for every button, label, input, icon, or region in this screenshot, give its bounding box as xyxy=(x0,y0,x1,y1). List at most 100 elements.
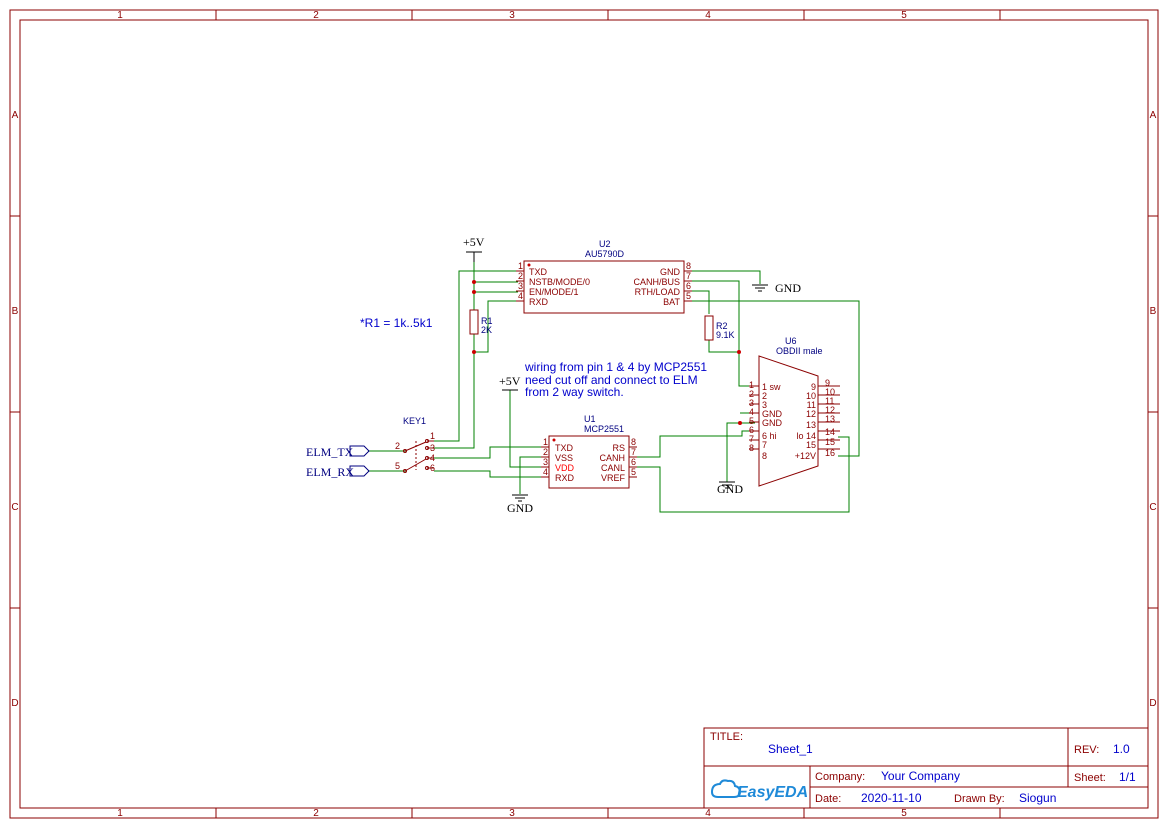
col-label-4-bottom: 4 xyxy=(705,808,711,819)
gnd-u2-symbol: GND xyxy=(752,281,801,295)
u2-pin-num: 8 xyxy=(686,261,691,271)
u6-pin-name: GND xyxy=(762,409,783,419)
u6-pin-num: 5 xyxy=(749,416,754,426)
u1-mcp2551[interactable]: U1 MCP2551 1 2 3 4 TXD VSS VDD RXD 8 7 6… xyxy=(541,414,637,489)
elm-rx-label: ELM_RX xyxy=(306,465,354,479)
u2-pin-num: 4 xyxy=(518,291,523,301)
drawn-by-value: Siogun xyxy=(1019,791,1056,805)
rev-label: REV: xyxy=(1074,744,1099,756)
gnd-u6-label: GND xyxy=(717,482,743,496)
u6-pin-name: 13 xyxy=(806,420,816,430)
u6-part: OBDII male xyxy=(776,346,823,356)
u1-pin-num: 3 xyxy=(543,457,548,467)
net-label-elm-tx: ELM_TX xyxy=(306,445,370,459)
u6-pin-name: 3 xyxy=(762,400,767,410)
u2-pin-num: 1 xyxy=(518,261,523,271)
row-label-c-left: C xyxy=(11,502,18,513)
r2-value: 9.1K xyxy=(716,330,735,340)
title-label: TITLE: xyxy=(710,731,743,743)
key1-ref: KEY1 xyxy=(403,416,426,426)
key1-switch[interactable]: KEY1 1 2 3 4 5 6 xyxy=(395,416,435,473)
vcc-top-symbol: +5V xyxy=(463,235,485,262)
sheet-frame: 1 2 3 4 5 1 2 3 4 5 A B C D A B C D xyxy=(9,9,1159,819)
col-label-5-top: 5 xyxy=(901,10,907,21)
col-label-4-top: 4 xyxy=(705,10,711,21)
u2-pin-name: TXD xyxy=(529,267,548,277)
u1-pin-name: RXD xyxy=(555,473,575,483)
u1-pin-name: CANH xyxy=(599,453,625,463)
wiring-note-line2: need cut off and connect to ELM xyxy=(525,373,698,387)
u1-pin-name: VREF xyxy=(601,473,626,483)
u6-pin-num: 10 xyxy=(825,387,835,397)
col-label-3-bottom: 3 xyxy=(509,808,515,819)
date-value: 2020-11-10 xyxy=(861,791,922,805)
r2-ref: R2 xyxy=(716,321,728,331)
u6-pin-name: +12V xyxy=(795,451,816,461)
u2-pin-num: 5 xyxy=(686,291,691,301)
u6-pin-name: 10 xyxy=(806,391,816,401)
svg-text:EasyEDA: EasyEDA xyxy=(737,784,808,801)
u1-pin-num: 4 xyxy=(543,467,548,477)
u1-pin-name: RS xyxy=(612,443,625,453)
u6-pin-name: GND xyxy=(762,418,783,428)
r1-resistor[interactable]: R1 2K xyxy=(469,309,493,335)
drawn-by-label: Drawn By: xyxy=(954,793,1005,805)
u6-pin-num: 14 xyxy=(825,427,835,437)
vcc-mid-label: +5V xyxy=(499,374,521,388)
u2-pin-num: 7 xyxy=(686,271,691,281)
key1-pin-num: 3 xyxy=(430,443,435,453)
u6-ref: U6 xyxy=(785,336,797,346)
company-label: Company: xyxy=(815,771,865,783)
gnd-u1-symbol: GND xyxy=(507,494,533,515)
u2-pin-name: EN/MODE/1 xyxy=(529,287,579,297)
r2-resistor[interactable]: R2 9.1K xyxy=(704,315,735,341)
u2-pin-name: NSTB/MODE/0 xyxy=(529,277,590,287)
u6-pin-name: 8 xyxy=(762,451,767,461)
u6-pin-name: 9 xyxy=(811,382,816,392)
sheet-label: Sheet: xyxy=(1074,772,1106,784)
net-label-elm-rx: ELM_RX xyxy=(306,465,370,479)
u6-pin-num: 12 xyxy=(825,405,835,415)
col-label-5-bottom: 5 xyxy=(901,808,907,819)
row-label-a-right: A xyxy=(1150,110,1157,121)
u2-pin-name: RXD xyxy=(529,297,549,307)
u6-pin-num: 16 xyxy=(825,448,835,458)
col-label-3-top: 3 xyxy=(509,10,515,21)
easyeda-logo: EasyEDA xyxy=(710,779,808,801)
u6-pin-name: 12 xyxy=(806,409,816,419)
u1-pin-name: VDD xyxy=(555,463,575,473)
gnd-u6-symbol: GND xyxy=(717,481,743,496)
u6-pin-name: 6 hi xyxy=(762,431,777,441)
u2-pin-num: 2 xyxy=(518,271,523,281)
u6-pin-name: 11 xyxy=(807,400,816,410)
key1-pin-num: 6 xyxy=(430,463,435,473)
date-label: Date: xyxy=(815,793,841,805)
u6-pin-num: 7 xyxy=(749,434,754,444)
r1-value: 2K xyxy=(481,325,492,335)
u6-pin-name: 1 sw xyxy=(762,382,781,392)
u1-pin-num: 1 xyxy=(543,437,548,447)
u6-obdii-connector[interactable]: U6 OBDII male 1 2 3 4 5 6 7 8 1 sw 2 3 G… xyxy=(749,336,840,487)
u6-pin-name: 2 xyxy=(762,391,767,401)
u2-pin-num: 3 xyxy=(518,281,523,291)
u6-right-pins: 9 10 11 12 13 14 15 16 9 10 11 12 13 lo … xyxy=(795,378,840,461)
u1-pin-name: CANL xyxy=(601,463,625,473)
u2-au5790d[interactable]: U2 AU5790D 1 2 3 4 TXD NSTB/MODE/0 EN/MO… xyxy=(516,239,692,314)
junctions xyxy=(472,280,742,425)
u1-pin-num: 5 xyxy=(631,467,636,477)
u2-pin-name: RTH/LOAD xyxy=(635,287,681,297)
col-label-1-bottom: 1 xyxy=(117,808,123,819)
row-label-b-left: B xyxy=(12,306,19,317)
gnd-u1-label: GND xyxy=(507,501,533,515)
u1-ref: U1 xyxy=(584,414,596,424)
u6-pin-name: 15 xyxy=(806,440,816,450)
u2-ref: U2 xyxy=(599,239,611,249)
u1-pin-name: VSS xyxy=(555,453,573,463)
wiring-note-line3: from 2 way switch. xyxy=(525,385,624,399)
col-label-1-top: 1 xyxy=(117,10,123,21)
key1-pin-num: 2 xyxy=(395,441,400,451)
sheet-value: 1/1 xyxy=(1119,770,1136,784)
rev-value: 1.0 xyxy=(1113,742,1130,756)
r1-ref: R1 xyxy=(481,316,493,326)
vcc-mid-symbol: +5V xyxy=(499,374,521,391)
